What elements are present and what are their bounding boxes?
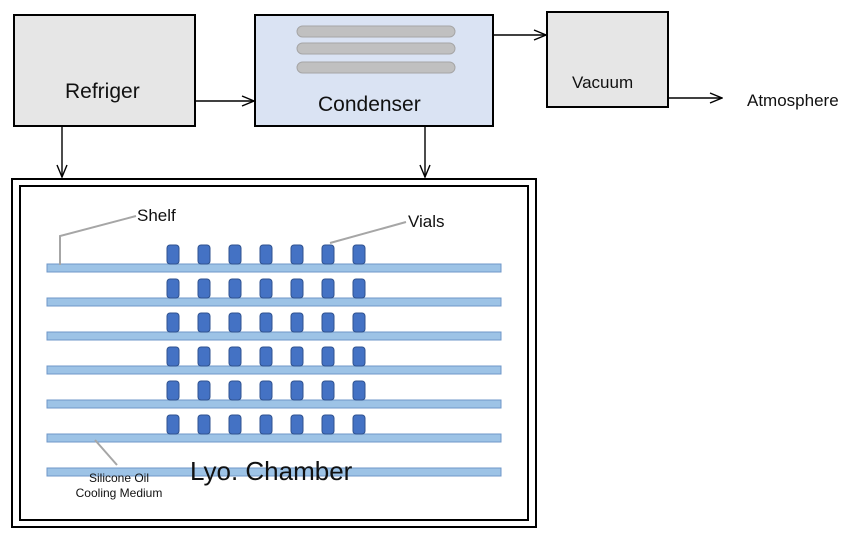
refrigerator-block	[13, 14, 196, 127]
silicone-oil-note: Silicone Oil Cooling Medium	[64, 471, 174, 501]
vial	[197, 244, 211, 265]
vial	[259, 380, 273, 401]
vial	[197, 380, 211, 401]
vial	[259, 414, 273, 435]
vial-grid	[166, 244, 366, 435]
vial	[259, 244, 273, 265]
condenser-coil	[296, 61, 456, 74]
vial	[352, 312, 366, 333]
condenser-label: Condenser	[318, 93, 421, 116]
vial	[321, 312, 335, 333]
vial	[197, 278, 211, 299]
condenser-coil	[296, 25, 456, 38]
vials-callout-line	[329, 221, 407, 244]
vial	[352, 278, 366, 299]
vial	[290, 312, 304, 333]
chamber-title: Lyo. Chamber	[190, 456, 353, 486]
vial	[321, 380, 335, 401]
vial	[352, 244, 366, 265]
vial	[290, 244, 304, 265]
shelf	[46, 399, 502, 409]
vial	[259, 312, 273, 333]
shelf	[46, 331, 502, 341]
vial	[290, 278, 304, 299]
vial	[197, 346, 211, 367]
silicone-oil-callout-line	[94, 439, 118, 466]
vial	[321, 278, 335, 299]
vial	[290, 346, 304, 367]
vial	[166, 414, 180, 435]
vial	[228, 380, 242, 401]
vial	[166, 380, 180, 401]
vial	[166, 312, 180, 333]
vial	[321, 244, 335, 265]
vial	[228, 244, 242, 265]
silicone-oil-note-line2: Cooling Medium	[75, 486, 163, 500]
vial	[352, 346, 366, 367]
vial	[321, 346, 335, 367]
shelf	[46, 467, 502, 477]
vial	[259, 278, 273, 299]
shelf	[46, 263, 502, 273]
vacuum-label: Vacuum	[572, 73, 634, 92]
shelf	[46, 433, 502, 443]
vial	[197, 414, 211, 435]
vacuum-block	[546, 11, 669, 108]
shelf	[46, 365, 502, 375]
vial	[228, 346, 242, 367]
vial	[352, 414, 366, 435]
condenser-coil	[296, 42, 456, 55]
silicone-oil-note-line1: Silicone Oil	[88, 471, 150, 485]
vial	[166, 244, 180, 265]
shelf-stack	[46, 263, 502, 477]
vial	[352, 380, 366, 401]
atmosphere-label: Atmosphere	[747, 91, 839, 110]
shelf-callout-label: Shelf	[137, 206, 176, 225]
vial	[290, 414, 304, 435]
vial	[166, 346, 180, 367]
shelf-callout-line	[59, 215, 137, 265]
refrigerator-label: Refriger	[65, 80, 140, 103]
vials-callout-label: Vials	[408, 212, 445, 231]
shelf	[46, 297, 502, 307]
vial	[228, 414, 242, 435]
vial	[259, 346, 273, 367]
vial	[197, 312, 211, 333]
vial	[228, 278, 242, 299]
vial	[166, 278, 180, 299]
vial	[290, 380, 304, 401]
vial	[228, 312, 242, 333]
chamber-inner-border	[19, 185, 529, 521]
vial	[321, 414, 335, 435]
